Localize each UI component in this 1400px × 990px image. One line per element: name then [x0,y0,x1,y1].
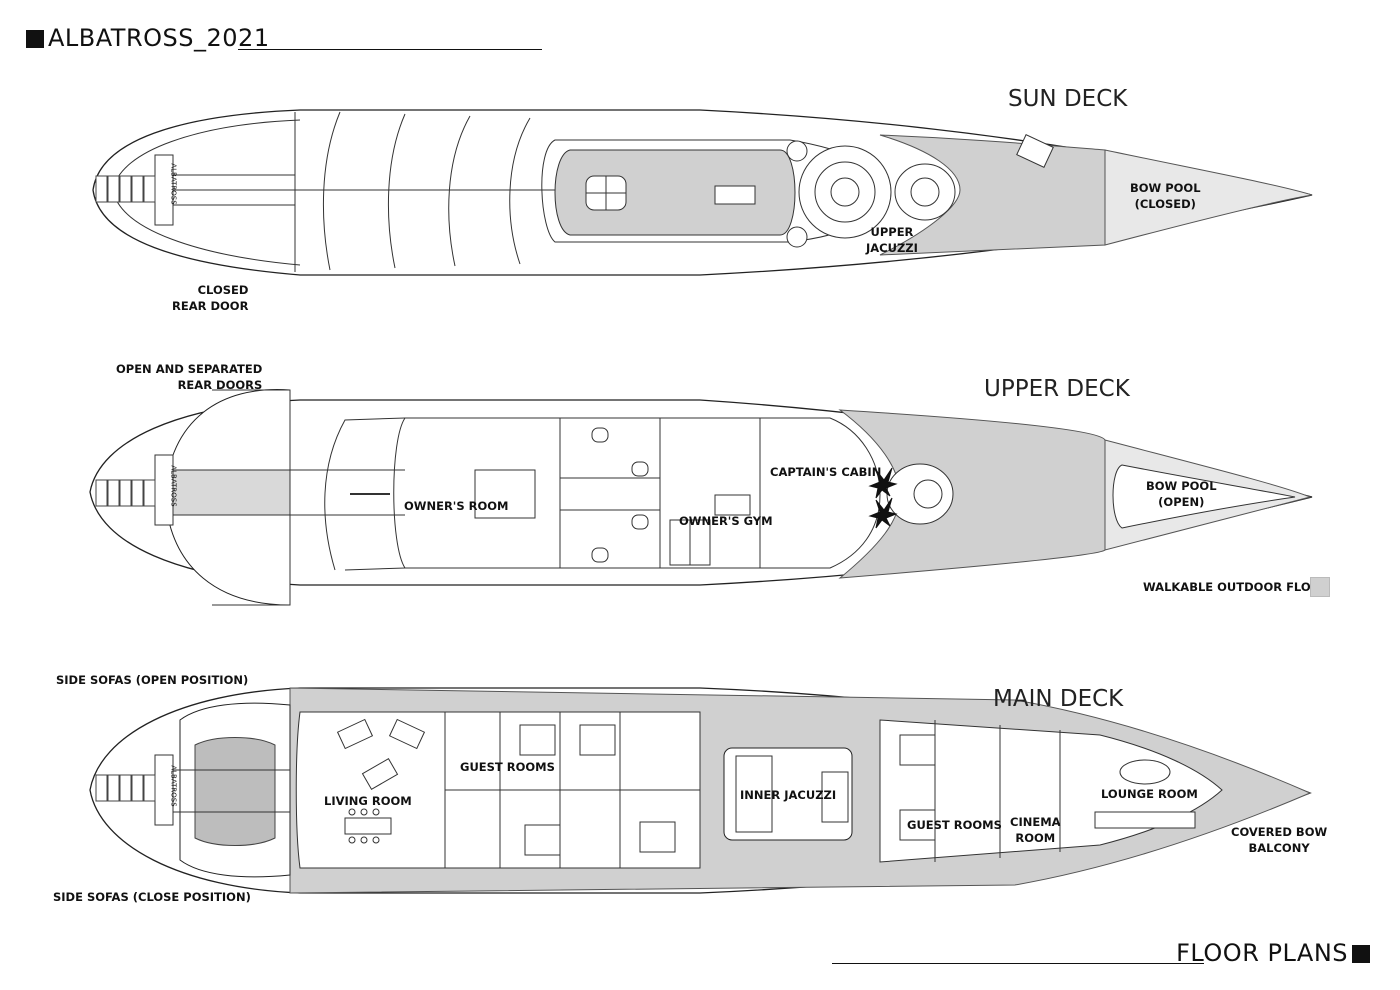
sheet-title: FLOOR PLANS [1176,939,1370,967]
footer-square-mark [1352,945,1370,963]
legend-walkable-swatch [1310,577,1330,597]
guest-rooms-aft-label: GUEST ROOMS [460,760,555,774]
upper-jacuzzi-label: UPPER JACUZZI [866,225,918,255]
cinema-room-label: CINEMA ROOM [1010,815,1061,845]
captains-cabin-label: CAPTAIN'S CABIN [770,465,882,479]
upper-deck-stern-steps [95,479,156,507]
main-deck-title: MAIN DECK [993,686,1124,712]
main-deck-plan [89,687,1312,894]
sun-deck-stern-steps [95,175,156,203]
main-deck-stern-steps [95,774,156,802]
sun-bow-pool-label: BOW POOL (CLOSED) [1130,181,1201,211]
sheet-name: FLOOR PLANS [1176,939,1348,967]
owners-room-label: OWNER'S ROOM [404,499,509,513]
sun-hull-name: ALBATROSS [169,163,178,205]
project-name: ALBATROSS_2021 [48,24,270,52]
lounge-room-label: LOUNGE ROOM [1101,787,1198,801]
sun-deck-plan [92,109,1313,276]
covered-bow-balcony-label: COVERED BOW BALCONY [1231,825,1328,855]
main-hull-name: ALBATROSS [169,765,178,807]
title-underline [238,49,542,50]
owners-gym-label: OWNER'S GYM [679,514,773,528]
open-rear-doors-label: OPEN AND SEPARATED REAR DOORS [116,362,263,392]
upper-deck-title: UPPER DECK [984,376,1130,402]
upper-hull-name: ALBATROSS [169,465,178,507]
title-square-mark [26,30,44,48]
footer-underline [832,963,1204,964]
sun-deck-title: SUN DECK [1008,86,1128,112]
guest-rooms-fwd-label: GUEST ROOMS [907,818,1002,832]
drawing-title: ALBATROSS_2021 [26,24,270,52]
closed-rear-door-label: CLOSED REAR DOOR [172,283,249,313]
inner-jacuzzi-label: INNER JACUZZI [740,788,837,802]
legend-walkable-label: WALKABLE OUTDOOR FLOOR [1143,580,1330,594]
upper-deck-plan [89,389,1313,606]
upper-bow-pool-label: BOW POOL (OPEN) [1146,479,1217,509]
side-sofas-close-label: SIDE SOFAS (CLOSE POSITION) [53,890,251,904]
side-sofas-open-label: SIDE SOFAS (OPEN POSITION) [56,673,249,687]
living-room-label: LIVING ROOM [324,794,412,808]
